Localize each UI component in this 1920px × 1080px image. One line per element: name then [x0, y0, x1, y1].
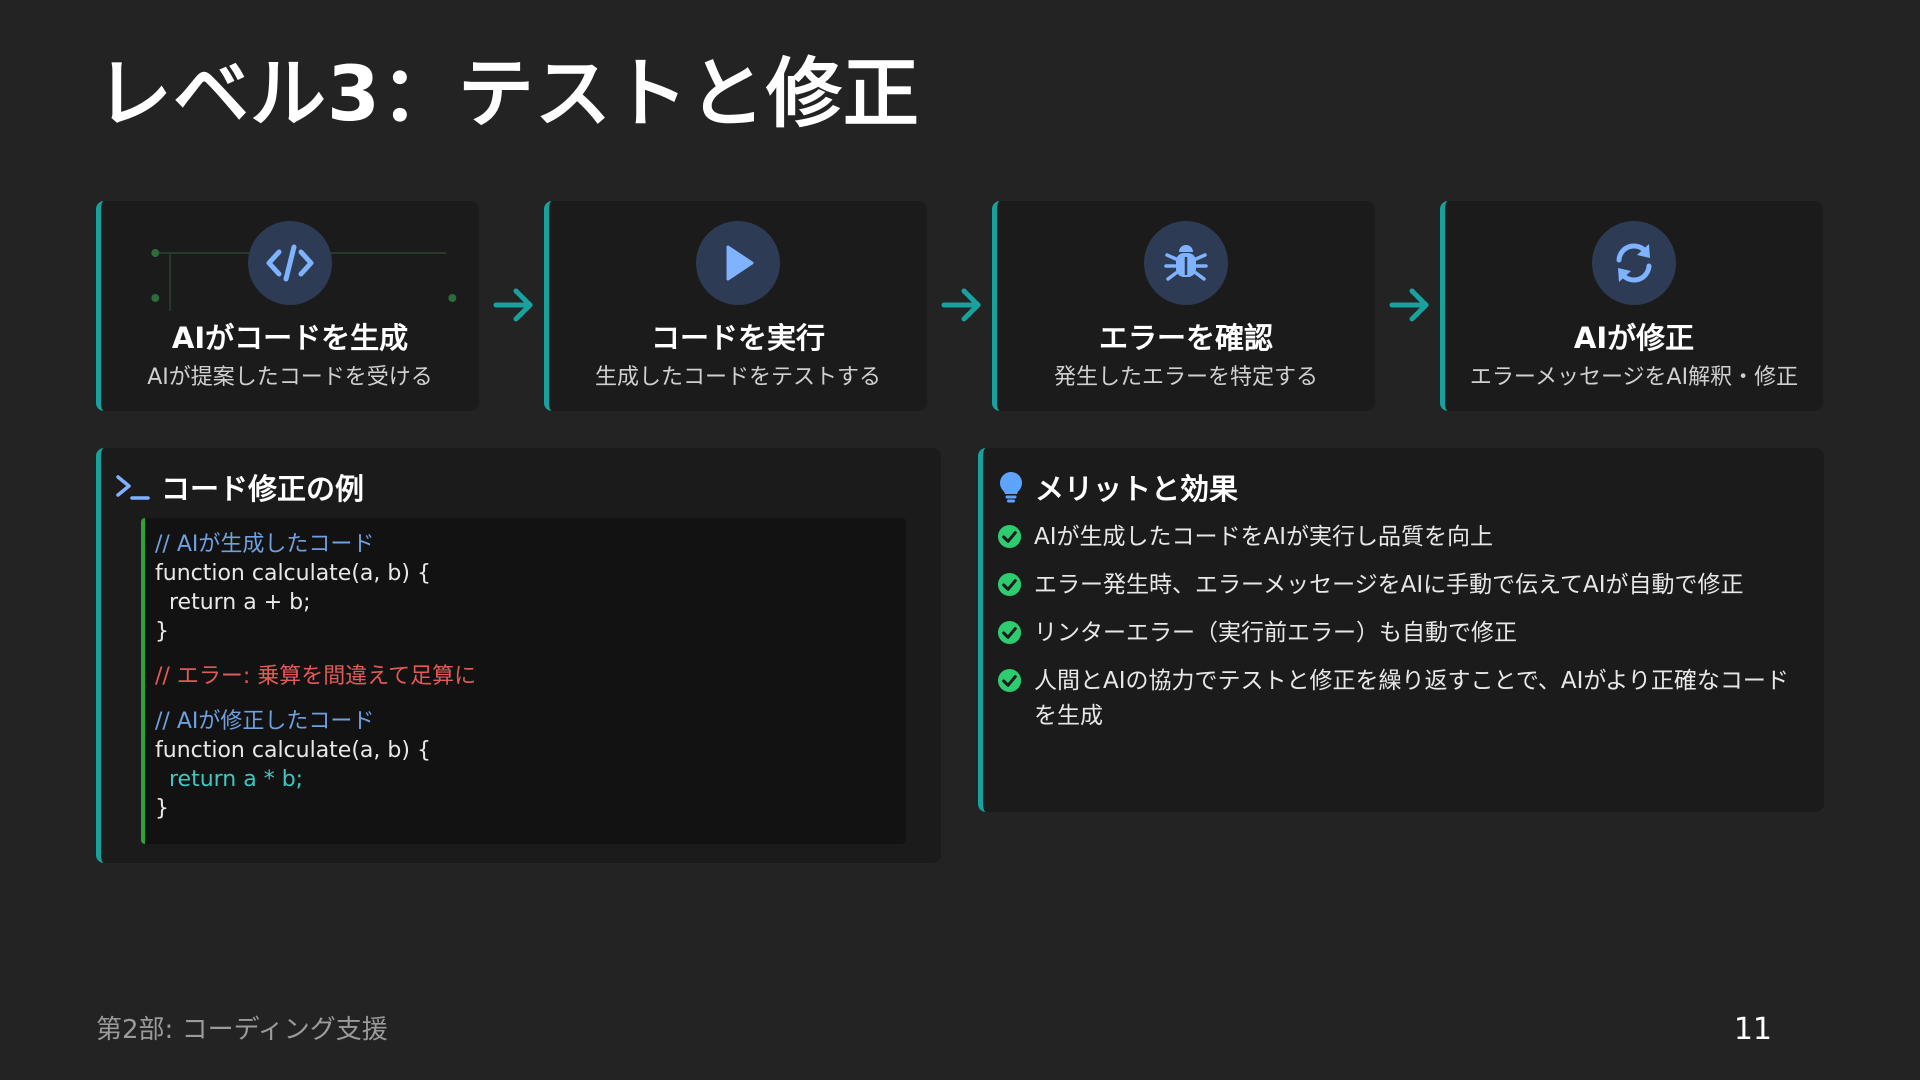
lightbulb-icon: [999, 472, 1023, 503]
step-title: AIがコードを生成: [171, 321, 409, 355]
step-card-check-error: エラーを確認 発生したエラーを特定する: [992, 201, 1375, 411]
step-title: エラーを確認: [1098, 321, 1273, 355]
panel-title: メリットと効果: [1035, 472, 1239, 506]
benefit-text: 人間とAIの協力でテストと修正を繰り返すことで、AIがより正確なコードを生成: [1034, 668, 1789, 729]
check-circle-icon: [997, 572, 1022, 597]
step-icon-circle: [696, 221, 780, 305]
step-title: コードを実行: [650, 321, 825, 355]
refresh-icon: [1616, 243, 1652, 283]
terminal-icon: [116, 475, 150, 500]
step-description: AIが提案したコードを受ける: [147, 365, 433, 390]
benefit-text: リンターエラー（実行前エラー）も自動で修正: [1034, 620, 1517, 646]
arrow-right-icon: [1389, 288, 1429, 322]
arrow-right-icon: [941, 288, 981, 322]
footer-section-label: 第2部: コーディング支援: [96, 1015, 388, 1045]
code-fixed-line: return a * b;: [155, 767, 304, 792]
code-example-panel: コード修正の例 // AIが生成したコード function calculate…: [96, 448, 941, 863]
list-item: 人間とAIの協力でテストと修正を繰り返すことで、AIがより正確なコードを生成: [997, 664, 1797, 734]
benefits-list: AIが生成したコードをAIが実行し品質を向上 エラー発生時、エラーメッセージをA…: [997, 520, 1797, 747]
code-line: }: [155, 796, 169, 821]
code-line: }: [155, 619, 169, 644]
step-card-run: コードを実行 生成したコードをテストする: [544, 201, 927, 411]
step-card-generate: AIがコードを生成 AIが提案したコードを受ける: [96, 201, 479, 411]
code-line: return a + b;: [155, 590, 311, 615]
panel-header: コード修正の例: [115, 466, 364, 508]
list-item: リンターエラー（実行前エラー）も自動で修正: [997, 616, 1797, 651]
step-icon-circle: [1144, 221, 1228, 305]
bug-icon: [1164, 245, 1208, 281]
step-icon-circle: [1592, 221, 1676, 305]
code-icon: [266, 244, 314, 282]
slide-title: レベル3：テストと修正: [96, 49, 920, 138]
code-line: function calculate(a, b) {: [155, 561, 431, 586]
benefit-text: AIが生成したコードをAIが実行し品質を向上: [1034, 524, 1494, 550]
step-icon-circle: [248, 221, 332, 305]
step-title: AIが修正: [1573, 321, 1695, 355]
check-circle-icon: [997, 668, 1022, 693]
code-error-comment: // エラー: 乗算を間違えて足算に: [155, 664, 477, 689]
check-circle-icon: [997, 620, 1022, 645]
code-comment: // AIが修正したコード: [155, 709, 375, 734]
benefits-panel: メリットと効果 AIが生成したコードをAIが実行し品質を向上 エラー発生時、エラ…: [978, 448, 1824, 812]
step-description: エラーメッセージをAI解釈・修正: [1469, 365, 1799, 390]
panel-header: メリットと効果: [997, 466, 1238, 508]
arrow-right-icon: [493, 288, 533, 322]
process-steps: AIがコードを生成 AIが提案したコードを受ける コードを実行 生成したコードを…: [96, 201, 1824, 411]
list-item: エラー発生時、エラーメッセージをAIに手動で伝えてAIが自動で修正: [997, 568, 1797, 603]
code-comment: // AIが生成したコード: [155, 532, 375, 557]
code-line: function calculate(a, b) {: [155, 738, 431, 763]
step-description: 発生したエラーを特定する: [1053, 365, 1318, 390]
page-number: 11: [1733, 1012, 1772, 1047]
benefit-text: エラー発生時、エラーメッセージをAIに手動で伝えてAIが自動で修正: [1034, 572, 1744, 598]
step-description: 生成したコードをテストする: [594, 365, 881, 390]
code-block: // AIが生成したコード function calculate(a, b) {…: [141, 518, 906, 844]
check-circle-icon: [997, 524, 1022, 549]
step-card-ai-fix: AIが修正 エラーメッセージをAI解釈・修正: [1440, 201, 1823, 411]
list-item: AIが生成したコードをAIが実行し品質を向上: [997, 520, 1797, 555]
panel-title: コード修正の例: [161, 472, 365, 506]
play-icon: [726, 245, 754, 281]
